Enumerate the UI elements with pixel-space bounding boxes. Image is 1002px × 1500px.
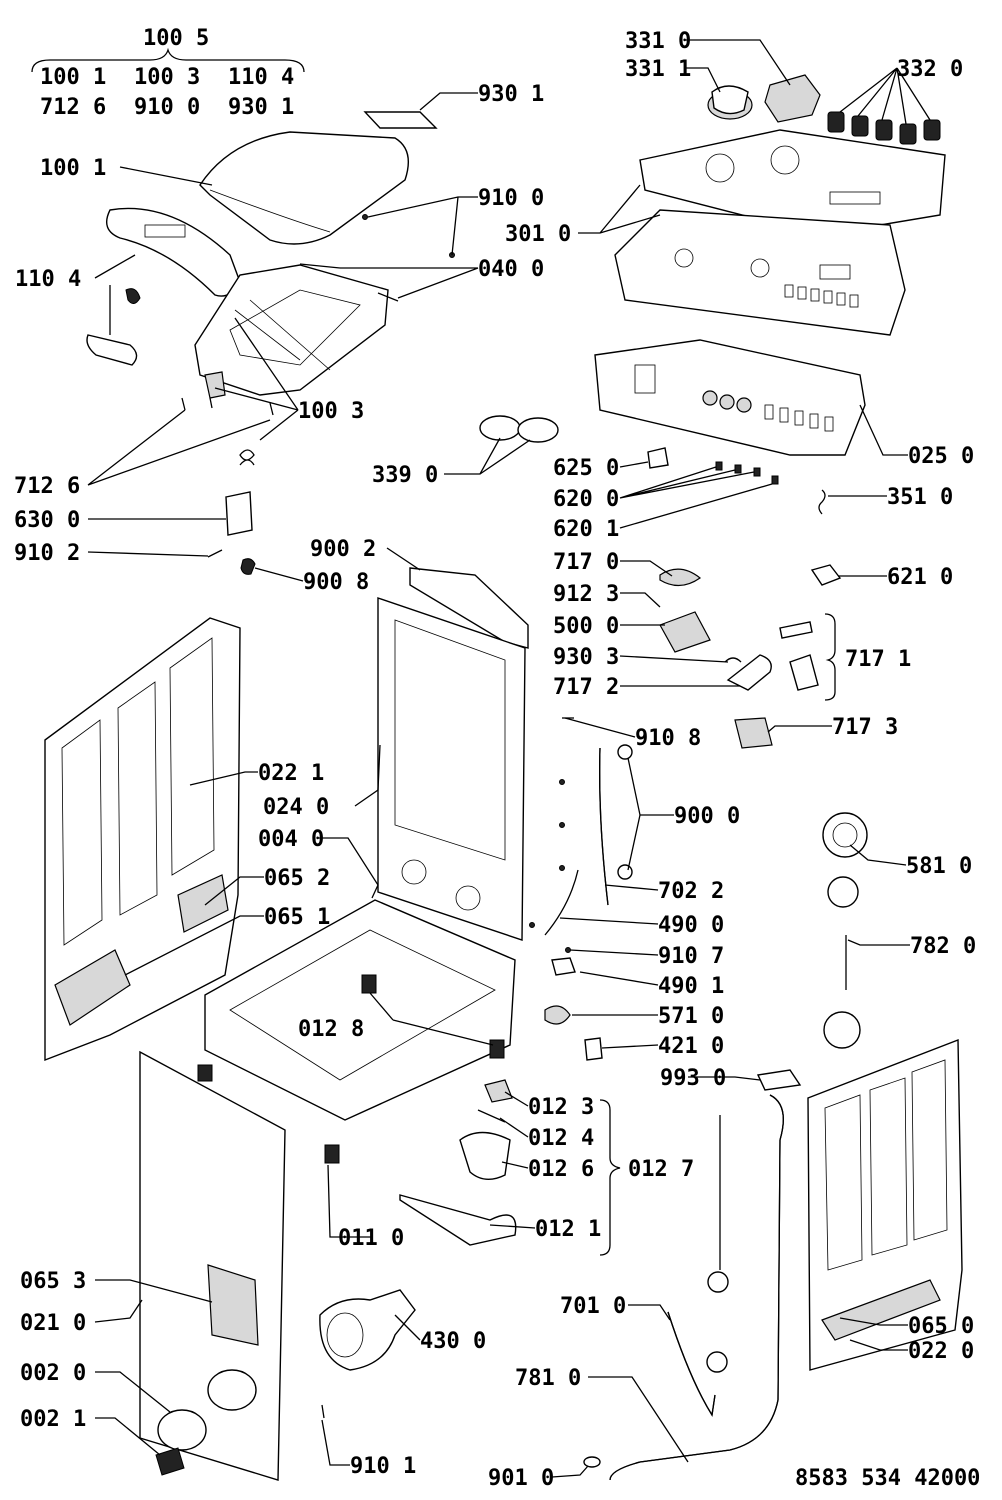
group-item: 930 1	[228, 95, 294, 120]
part-label: 012 1	[535, 1217, 601, 1242]
part-label: 065 3	[20, 1269, 86, 1294]
part-label: 781 0	[515, 1366, 581, 1391]
group-item: 712 6	[40, 95, 106, 120]
part-label: 012 7	[628, 1157, 694, 1182]
group-item: 100 1	[40, 65, 106, 90]
part-label: 331 1	[625, 57, 691, 82]
part-label: 702 2	[658, 879, 724, 904]
part-labels: 930 1 100 1 110 4 910 0 040 0 100 3 712 …	[14, 29, 980, 1491]
part-label: 900 8	[303, 570, 369, 595]
group-item: 110 4	[228, 65, 294, 90]
part-label: 331 0	[625, 29, 691, 54]
part-label: 910 0	[478, 186, 544, 211]
part-label: 024 0	[263, 795, 329, 820]
part-label: 065 0	[908, 1314, 974, 1339]
part-label: 421 0	[658, 1034, 724, 1059]
group-header: 100 5 100 1 100 3 110 4 712 6 910 0 930 …	[31, 26, 305, 120]
group-title: 100 5	[143, 26, 209, 51]
part-label: 490 0	[658, 913, 724, 938]
part-label: 022 1	[258, 761, 324, 786]
part-label: 901 0	[488, 1466, 554, 1491]
part-label: 430 0	[420, 1329, 486, 1354]
part-label: 621 0	[887, 565, 953, 590]
part-label: 025 0	[908, 444, 974, 469]
part-label: 993 0	[660, 1066, 726, 1091]
part-label: 900 0	[674, 804, 740, 829]
part-label: 717 3	[832, 715, 898, 740]
part-label: 912 3	[553, 582, 619, 607]
part-label: 100 3	[298, 399, 364, 424]
part-label: 625 0	[553, 456, 619, 481]
part-label: 012 8	[298, 1017, 364, 1042]
part-label: 930 3	[553, 645, 619, 670]
part-label: 011 0	[338, 1226, 404, 1251]
part-label: 110 4	[15, 267, 81, 292]
part-label: 490 1	[658, 974, 724, 999]
part-label: 571 0	[658, 1004, 724, 1029]
document-number: 8583 534 42000	[795, 1466, 980, 1491]
part-label: 012 3	[528, 1095, 594, 1120]
part-label: 910 8	[635, 726, 701, 751]
part-label: 004 0	[258, 827, 324, 852]
part-label: 620 0	[553, 487, 619, 512]
part-label: 717 2	[553, 675, 619, 700]
part-label: 900 2	[310, 537, 376, 562]
part-label: 065 1	[264, 905, 330, 930]
part-label: 717 1	[845, 647, 911, 672]
part-label: 002 1	[20, 1407, 86, 1432]
part-label: 065 2	[264, 866, 330, 891]
part-label: 581 0	[906, 854, 972, 879]
group-item: 910 0	[134, 95, 200, 120]
leader-lines	[87, 39, 931, 1478]
part-label: 301 0	[505, 222, 571, 247]
part-label: 910 2	[14, 541, 80, 566]
part-label: 910 7	[658, 944, 724, 969]
part-drawings	[44, 74, 963, 1481]
part-label: 012 6	[528, 1157, 594, 1182]
part-label: 002 0	[20, 1361, 86, 1386]
part-label: 100 1	[40, 156, 106, 181]
part-label: 332 0	[897, 57, 963, 82]
part-label: 339 0	[372, 463, 438, 488]
part-label: 782 0	[910, 934, 976, 959]
part-label: 930 1	[478, 82, 544, 107]
part-label: 500 0	[553, 614, 619, 639]
part-label: 040 0	[478, 257, 544, 282]
part-label: 022 0	[908, 1339, 974, 1364]
part-label: 910 1	[350, 1454, 416, 1479]
part-label: 351 0	[887, 485, 953, 510]
part-label: 021 0	[20, 1311, 86, 1336]
part-label: 620 1	[553, 517, 619, 542]
part-label: 701 0	[560, 1294, 626, 1319]
part-label: 712 6	[14, 474, 80, 499]
part-label: 630 0	[14, 508, 80, 533]
part-label: 012 4	[528, 1126, 594, 1151]
part-label: 717 0	[553, 550, 619, 575]
group-item: 100 3	[134, 65, 200, 90]
